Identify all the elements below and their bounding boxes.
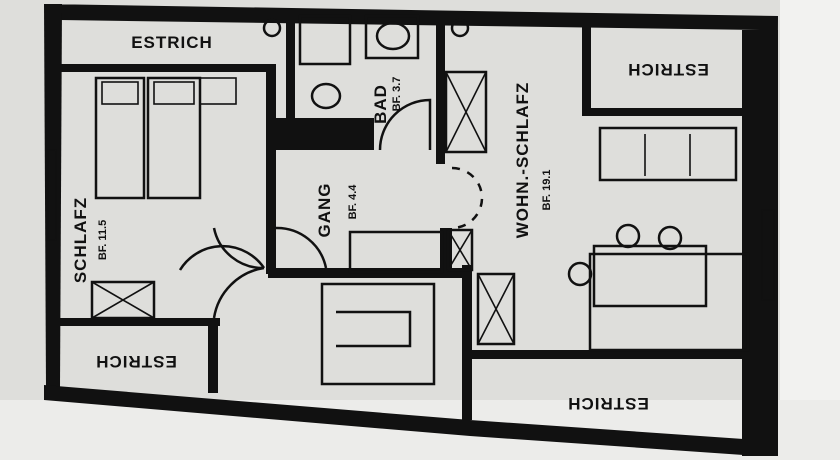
- estrich-label-top-left: ESTRICH: [131, 33, 213, 52]
- doors: [178, 98, 484, 319]
- estrich-label-bottom-right: ESTRICH: [567, 394, 649, 413]
- estrich-label-bottom-left: ESTRICH: [95, 352, 177, 371]
- cabinets: [90, 70, 516, 346]
- windows: [47, 149, 775, 301]
- room-label-schlafz: SCHLAFZ: [71, 197, 90, 283]
- room-label-bad: BAD: [371, 84, 390, 124]
- room-label-gang: GANG: [315, 183, 334, 238]
- outer-walls: [44, 4, 778, 456]
- estrich-label-top-right: ESTRICH: [627, 60, 709, 79]
- room-area-schlafz: BF. 11.5: [97, 220, 109, 260]
- room-area-gang: BF. 4.4: [347, 184, 359, 220]
- room-area-bad: BF. 3.7: [391, 77, 403, 112]
- paper-edge: [780, 0, 840, 460]
- room-area-wohn-schlafz: BF. 19.1: [541, 170, 553, 211]
- bathroom-fixtures: [262, 14, 470, 110]
- sofa-and-table: [567, 126, 750, 352]
- beds: [94, 76, 237, 200]
- stairs: [320, 282, 436, 386]
- room-label-wohn-schlafz: WOHN.-SCHLAFZ: [513, 82, 532, 239]
